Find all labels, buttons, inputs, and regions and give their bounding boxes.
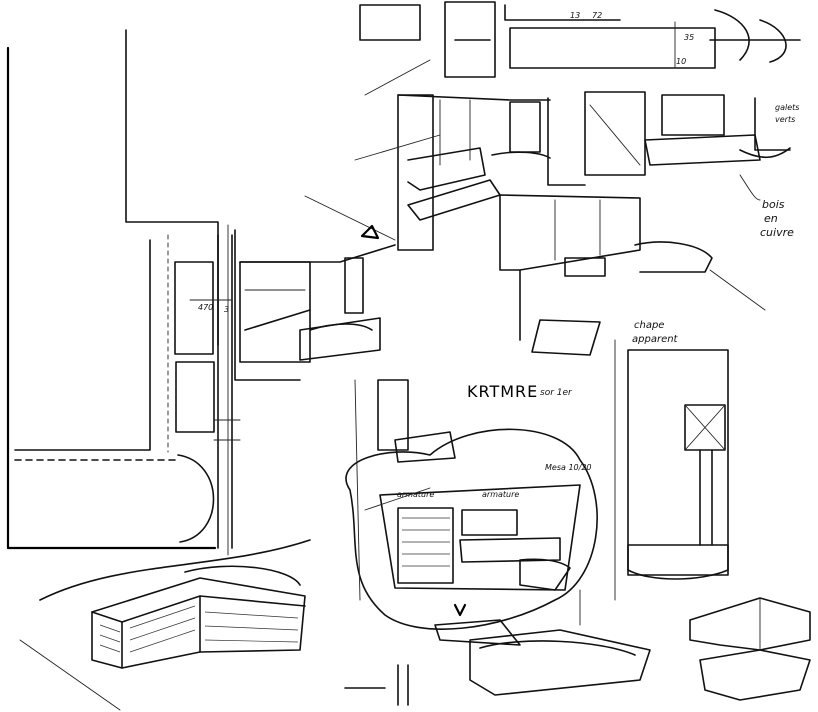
top-right-elevation: 13 72 35 10 [504, 4, 801, 69]
dimension-13: 13 [570, 11, 580, 20]
note-mesa: Mesa 10/20 [545, 463, 592, 472]
title-text: KRTMRE [467, 382, 538, 401]
note-en: en [764, 212, 778, 225]
bathroom-perspective-center-right [499, 194, 766, 356]
note-galets: galets [775, 103, 799, 112]
dimension-35: 35 [684, 33, 694, 42]
note-bois: bois [762, 198, 785, 211]
sketch-title: KRTMRE sor 1er [467, 382, 573, 401]
note-verts: verts [775, 115, 795, 124]
bathroom-perspective-center: armature armature Mesa 10/20 [345, 379, 598, 630]
note-apparent: apparent [632, 334, 679, 345]
note-cuivre: cuivre [760, 226, 794, 239]
note-chape: chape [634, 320, 664, 331]
dimension-470: 470 [198, 303, 213, 312]
note-armature-mid: armature [482, 490, 519, 499]
bathroom-perspective-top-right: galets verts bois en cuivre [584, 91, 799, 239]
dimension-10: 10 [676, 57, 686, 66]
bath-block-perspective [19, 539, 311, 711]
bathroom-perspective-top [354, 1, 586, 251]
dimension-3: 3 [224, 305, 229, 314]
bathtub-blocks-bottom [344, 589, 811, 706]
title-subtext: sor 1er [540, 388, 573, 398]
note-armature-left: armature [397, 490, 434, 499]
floor-plan-left: 470 3 [6, 29, 241, 556]
dimension-72: 72 [592, 11, 602, 20]
bathroom-perspective-middle [234, 195, 396, 381]
tall-elevation-right: chape apparent [614, 320, 729, 601]
